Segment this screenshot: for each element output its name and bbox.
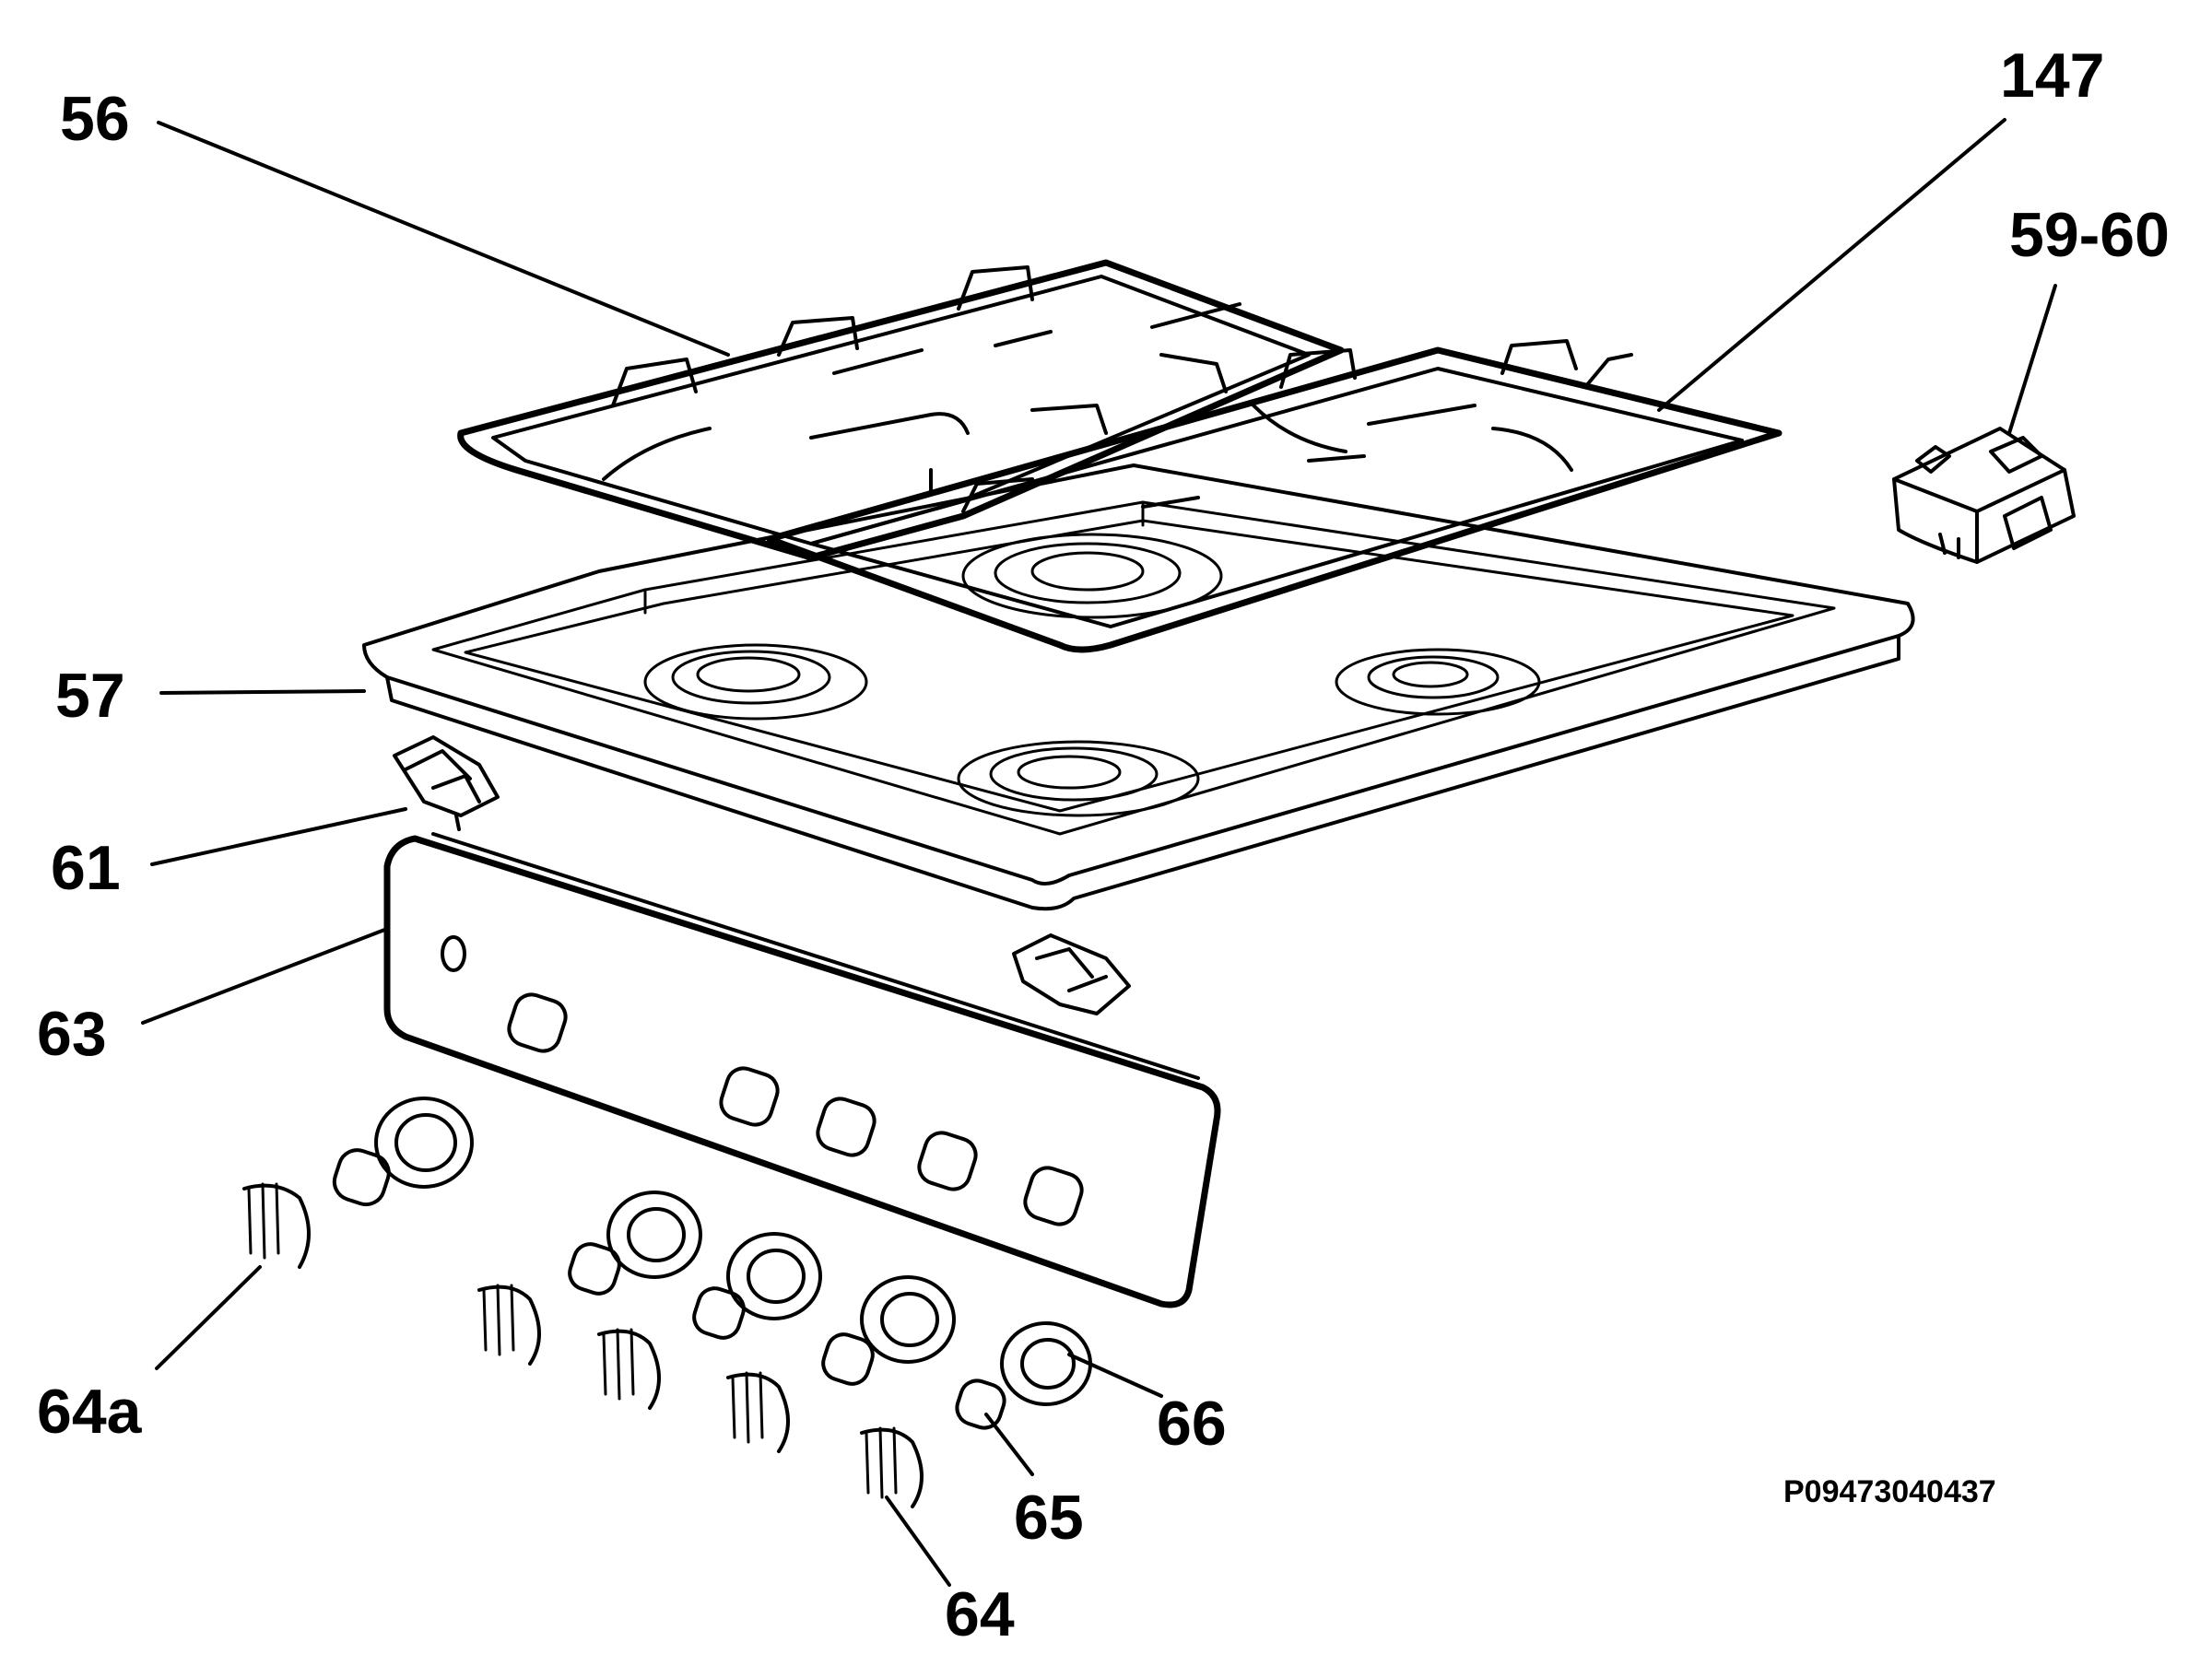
callout-66: 66 xyxy=(1157,1389,1227,1459)
knob-4 xyxy=(726,1371,790,1453)
knob-64 xyxy=(860,1426,924,1508)
callout-61: 61 xyxy=(51,833,121,903)
burner-right xyxy=(1335,648,1541,716)
callout-65: 65 xyxy=(1014,1483,1084,1553)
bush-3 xyxy=(692,1286,746,1340)
ring-left xyxy=(374,1097,474,1189)
ring-3 xyxy=(726,1232,822,1320)
hob-top-panel xyxy=(362,463,1915,911)
leader-lines xyxy=(141,118,2057,1587)
callout-63: 63 xyxy=(37,999,107,1069)
control-panel xyxy=(383,832,1221,1308)
bush-65 xyxy=(955,1378,1006,1430)
bush-4 xyxy=(821,1332,875,1386)
injector-block-part xyxy=(1892,427,2076,564)
knob-64a xyxy=(242,1182,311,1269)
knob-3 xyxy=(597,1328,661,1410)
reference-code: P09473040437 xyxy=(1783,1474,1996,1509)
callout-57: 57 xyxy=(55,661,125,731)
callout-56: 56 xyxy=(60,84,130,154)
pan-support-left xyxy=(457,259,1345,561)
burner-front-left xyxy=(643,643,868,721)
callout-64a: 64a xyxy=(37,1377,143,1447)
ring-2 xyxy=(606,1191,702,1279)
callout-64: 64 xyxy=(945,1579,1015,1649)
ring-66 xyxy=(1000,1321,1092,1406)
bush-2 xyxy=(568,1242,621,1296)
burner-front-center xyxy=(957,740,1200,817)
clip-part-61 xyxy=(393,735,500,831)
ring-4 xyxy=(860,1275,956,1364)
callout-59-60: 59-60 xyxy=(2009,200,2170,270)
bush-left xyxy=(332,1148,391,1207)
callout-147: 147 xyxy=(2000,41,2104,111)
clip-part-right xyxy=(1012,933,1131,1015)
burner-rear-center xyxy=(961,533,1223,619)
pan-support-right xyxy=(766,339,1783,653)
knob-2 xyxy=(477,1284,541,1366)
